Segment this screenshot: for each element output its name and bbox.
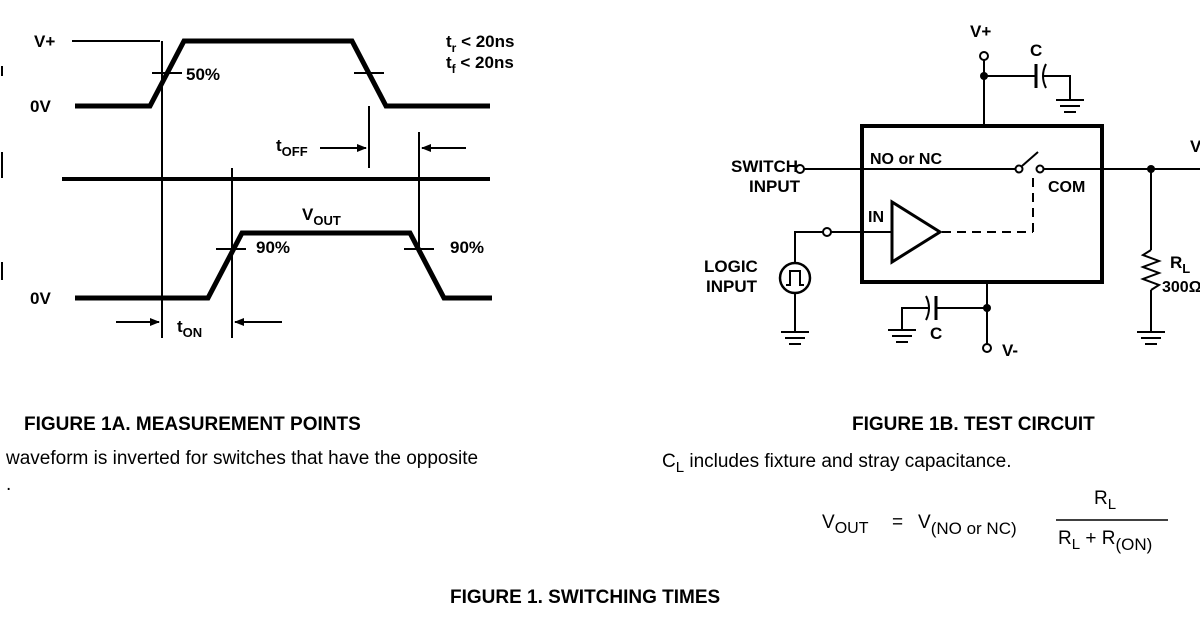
figure-1a-timing-diagram: V+ 0V 50% tr < 20ns tf < 20ns tOFF VOUT … (1, 32, 514, 340)
equation-numerator: RL (1094, 488, 1116, 513)
rl-label: RL (1170, 253, 1190, 276)
logic-input-wire (794, 231, 823, 262)
vout-equation: VOUT = V(NO or NC) RL RL + R(ON) (822, 488, 1168, 554)
ton-label: tON (177, 317, 202, 340)
switch-output-waveform (75, 230, 492, 301)
cap-bottom-ground-lead (901, 307, 928, 330)
vplus-supply-label: V+ (970, 22, 991, 41)
equation-rhs: V(NO or NC) (918, 512, 1017, 538)
zero-volt-top-label: 0V (30, 97, 51, 116)
switch-contact-right (1035, 164, 1045, 174)
rise-time-spec: tr < 20ns (446, 32, 514, 55)
fifty-percent-label: 50% (186, 65, 220, 84)
figure-1a-note-line-1: waveform is inverted for switches that h… (5, 448, 478, 469)
equation-equals: = (892, 512, 903, 533)
ninety-percent-left-label: 90% (256, 238, 290, 257)
cap-bottom-plate-2 (925, 295, 930, 321)
toff-label: tOFF (276, 136, 308, 159)
no-nc-label: NO or NC (870, 151, 942, 168)
pulse-source-icon (778, 261, 812, 295)
zero-volt-bottom-label: 0V (30, 289, 51, 308)
figure-1-caption: FIGURE 1. SWITCHING TIMES (450, 587, 720, 608)
load-resistor-icon (1140, 249, 1162, 291)
buffer-triangle-icon (890, 199, 943, 265)
logic-input-label-1: LOGIC (704, 257, 758, 276)
ninety-percent-right-label: 90% (450, 238, 484, 257)
vminus-label: V- (1002, 341, 1018, 360)
ground-icon-load (1137, 331, 1165, 345)
rl-value-label: 300Ω (1162, 279, 1200, 296)
cl-note: CL includes fixture and stray capacitanc… (662, 451, 1011, 476)
switch-ic-body (860, 124, 1104, 284)
figure-1a-caption: FIGURE 1A. MEASUREMENT POINTS (24, 414, 361, 435)
figure-1a-note-line-2: . (6, 474, 11, 495)
ground-icon-bottom (888, 329, 916, 343)
figure-1b-caption: FIGURE 1B. TEST CIRCUIT (852, 414, 1095, 435)
pulse-waveform-icon (786, 270, 804, 286)
com-label: COM (1048, 179, 1085, 196)
vplus-label: V+ (34, 32, 55, 51)
fall-time-spec: tf < 20ns (446, 53, 514, 76)
switch-input-terminal (795, 164, 805, 174)
in-label: IN (868, 209, 884, 226)
vplus-terminal (979, 51, 989, 61)
ground-icon-source (781, 331, 809, 345)
equation-lhs: VOUT (822, 512, 869, 537)
equation-denominator: RL + R(ON) (1058, 528, 1152, 554)
cap-top-label: C (1030, 41, 1042, 60)
logic-input-waveform (75, 38, 490, 109)
switch-input-label-2: INPUT (749, 177, 801, 196)
vout-output-label: V (1190, 137, 1200, 156)
switch-input-label-1: SWITCH (731, 157, 798, 176)
cap-bottom-label: C (930, 324, 942, 343)
cap-top-plate-2 (1042, 63, 1047, 89)
vout-label: VOUT (302, 205, 341, 228)
ground-icon-top (1056, 99, 1084, 113)
cap-top-ground-lead (1044, 75, 1071, 100)
figure-1b-test-circuit: V+ C SWITCH INPUT NO or NC COM IN (704, 22, 1200, 360)
logic-input-terminal (822, 227, 832, 237)
vminus-terminal (982, 343, 992, 353)
logic-input-label-2: INPUT (706, 277, 758, 296)
switch-contact-left (1014, 164, 1024, 174)
switch-blade (1021, 151, 1039, 167)
